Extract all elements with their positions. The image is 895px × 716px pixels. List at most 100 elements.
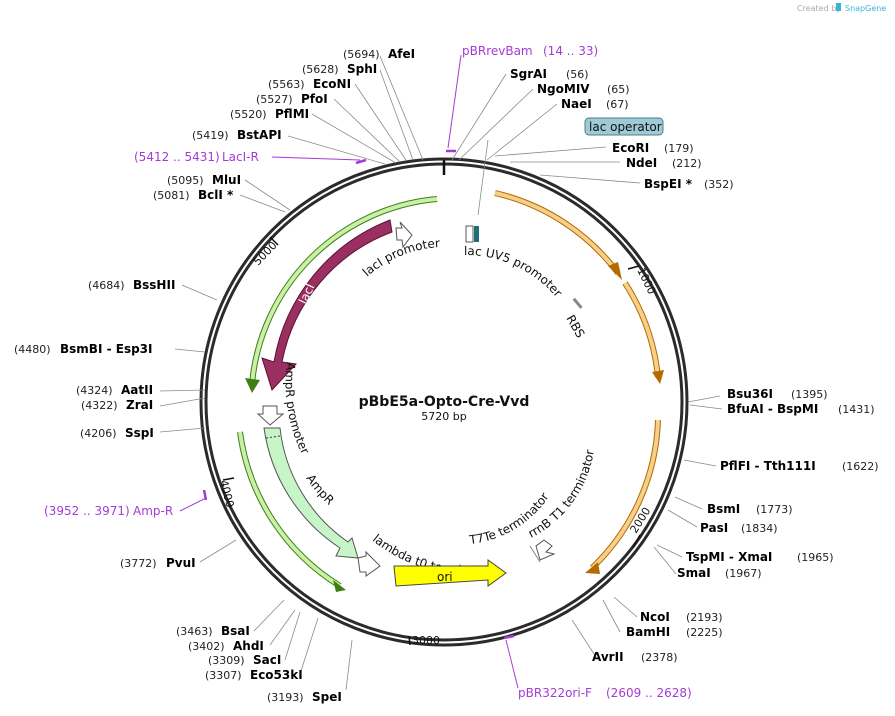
site-ngoMIV: NgoMIV(65) [537, 82, 630, 96]
svg-text:(5419): (5419) [192, 129, 229, 142]
svg-text:(4324): (4324) [76, 384, 113, 397]
svg-text:(67): (67) [606, 98, 629, 111]
svg-text:NcoI: NcoI [640, 610, 670, 624]
svg-text:(5081): (5081) [153, 189, 190, 202]
svg-text:(2193): (2193) [686, 611, 723, 624]
site-leader-lines [159, 55, 723, 691]
svg-text:(2225): (2225) [686, 626, 723, 639]
site-bsmBI-esp3I: (4480) BsmBI - Esp3I [14, 342, 152, 356]
svg-text:BclI *: BclI * [198, 188, 234, 202]
svg-text:EcoRI: EcoRI [612, 141, 649, 155]
site-naeI: NaeI (67) [561, 97, 629, 111]
svg-text:NaeI: NaeI [561, 97, 592, 111]
svg-text:AfeI: AfeI [388, 47, 415, 61]
site-bspEI: BspEI *(352) [644, 177, 734, 191]
svg-text:(1967): (1967) [725, 567, 762, 580]
plasmid-length: 5720 bp [421, 410, 466, 423]
site-pflMI: (5520) PflMI [230, 107, 309, 121]
site-bssHII: (4684)BssHII [88, 278, 175, 292]
primer-lacI-R: (5412 .. 5431)LacI-R [134, 150, 259, 164]
lacI-promoter-label: lacI promoter [360, 236, 441, 279]
site-tspMI-xmaI: TspMI - XmaI (1965) [686, 550, 834, 564]
orange-feature-arc-top [494, 190, 622, 280]
rrnB-T1-terminator-arrow [529, 539, 556, 563]
site-bclI: (5081) BclI * [153, 188, 234, 202]
site-sacI: (3309)SacI [208, 653, 281, 667]
site-sgrAI: SgrAI(56) [510, 67, 589, 81]
svg-text:(4480): (4480) [14, 343, 51, 356]
svg-text:(5628): (5628) [302, 63, 339, 76]
svg-text:SphI: SphI [347, 62, 377, 76]
svg-text:(5694): (5694) [343, 48, 380, 61]
rbs-marker [572, 297, 583, 309]
svg-text:(2609 .. 2628): (2609 .. 2628) [606, 686, 692, 700]
site-sspI: (4206) SspI [80, 426, 154, 440]
site-ncoI: NcoI (2193) [640, 610, 723, 624]
site-avrII: AvrII(2378) [592, 650, 678, 664]
svg-text:(352): (352) [704, 178, 734, 191]
lambda-t0-terminator-arrow [357, 550, 381, 577]
primer-marks [179, 54, 519, 689]
svg-text:pBRrevBam: pBRrevBam [462, 44, 533, 58]
site-pasI: PasI (1834) [700, 521, 778, 535]
svg-text:(3309): (3309) [208, 654, 245, 667]
ori-feature: ori [393, 559, 507, 587]
svg-text:(3772): (3772) [120, 557, 157, 570]
svg-text:MluI: MluI [212, 173, 241, 187]
svg-text:(1834): (1834) [741, 522, 778, 535]
site-ecoRI: EcoRI(179) [612, 141, 694, 155]
svg-text:(212): (212) [672, 157, 702, 170]
green-feature-arc-top [245, 196, 438, 393]
lac-operator-marker [465, 225, 479, 243]
site-speI: (3193)SpeI [267, 690, 342, 704]
svg-text:PvuI: PvuI [166, 556, 196, 570]
rrnB-T1-terminator-label: rrnB T1 terminator [526, 449, 597, 541]
svg-text:(5520): (5520) [230, 108, 267, 121]
svg-text:BsmI: BsmI [707, 502, 740, 516]
site-smaI: SmaI (1967) [677, 566, 762, 580]
site-aatII: (4324)AatII [76, 383, 153, 397]
svg-text:BstAPI: BstAPI [237, 128, 282, 142]
site-bsmI: BsmI(1773) [707, 502, 793, 516]
svg-text:SspI: SspI [125, 426, 154, 440]
site-pfoI: (5527) PfoI [256, 92, 328, 106]
ampR-promoter-arrow [256, 405, 285, 426]
svg-text:NdeI: NdeI [626, 156, 657, 170]
svg-text:pBR322ori-F: pBR322ori-F [518, 686, 592, 700]
site-ecoNI: (5563)EcoNI [268, 77, 351, 91]
svg-text:BsmBI - Esp3I: BsmBI - Esp3I [60, 342, 152, 356]
svg-text:(5527): (5527) [256, 93, 293, 106]
site-bamHI: BamHI(2225) [626, 625, 723, 639]
plasmid-name: pBbE5a-Opto-Cre-Vvd [359, 394, 530, 410]
lacUV5-promoter-label: lac UV5 promoter [464, 244, 565, 300]
svg-text:(5095): (5095) [167, 174, 204, 187]
ampR-promoter-label: AmpR promoter [282, 362, 312, 457]
svg-text:PflFI - Tth111I: PflFI - Tth111I [720, 459, 816, 473]
orange-feature-arc-mid [622, 281, 664, 384]
svg-text:(14 .. 33): (14 .. 33) [543, 44, 598, 58]
site-sphI: (5628) SphI [302, 62, 377, 76]
site-pvuI: (3772) PvuI [120, 556, 196, 570]
svg-text:SmaI: SmaI [677, 566, 711, 580]
site-bsaI: (3463)BsaI [176, 624, 250, 638]
svg-text:TspMI - XmaI: TspMI - XmaI [686, 550, 772, 564]
site-bstAPI: (5419) BstAPI [192, 128, 282, 142]
svg-text:AvrII: AvrII [592, 650, 624, 664]
svg-text:PflMI: PflMI [275, 107, 309, 121]
svg-text:PasI: PasI [700, 521, 728, 535]
svg-text:(3463): (3463) [176, 625, 213, 638]
site-pflFI-tth111I: PflFI - Tth111I(1622) [720, 459, 879, 473]
svg-text:PfoI: PfoI [301, 92, 328, 106]
svg-text:(1965): (1965) [797, 551, 834, 564]
primer-pBR322ori-F: pBR322ori-F (2609 .. 2628) [518, 686, 692, 700]
svg-text:(3952 .. 3971): (3952 .. 3971) [44, 504, 130, 518]
svg-text:EcoNI: EcoNI [313, 77, 351, 91]
site-bsu36I: Bsu36I(1395) [727, 387, 828, 401]
green-feature-arc-bottom [237, 431, 346, 592]
lacI-promoter-arrow [395, 221, 413, 249]
svg-text:AhdI: AhdI [233, 639, 264, 653]
svg-text:SnapGene: SnapGene [845, 4, 886, 13]
orange-feature-arc-bottom [585, 419, 661, 574]
svg-text:(4206): (4206) [80, 427, 117, 440]
